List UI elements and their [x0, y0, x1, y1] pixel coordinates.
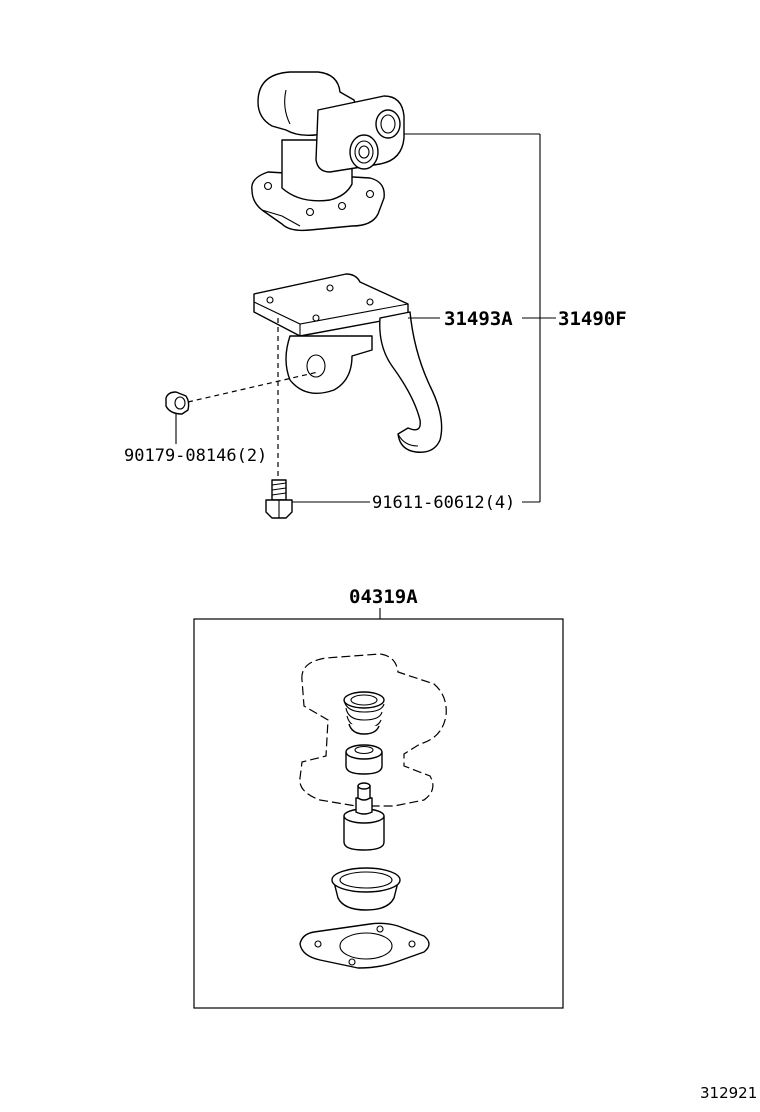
nut-assembly-line: [187, 371, 319, 403]
bolt-icon: [265, 479, 293, 519]
bracket-icon: [253, 273, 443, 453]
label-31493a: 31493A: [444, 308, 513, 330]
label-04319a: 04319A: [349, 586, 418, 608]
nut-icon: [165, 391, 190, 415]
piston-icon: [343, 782, 385, 851]
valve-icon: [345, 744, 383, 775]
kit-box: [193, 618, 564, 1009]
gasket-icon: [299, 922, 430, 969]
label-bolt-part: 91611-60612(4): [372, 493, 515, 513]
cup-icon: [331, 867, 401, 911]
leader-lines: [175, 133, 556, 503]
upper-housing-icon: [251, 71, 405, 232]
figure-number: 312921: [700, 1084, 757, 1102]
label-31490f: 31490F: [558, 308, 627, 330]
label-nut-part: 90179-08146(2): [124, 446, 267, 466]
spring-icon: [343, 691, 385, 735]
